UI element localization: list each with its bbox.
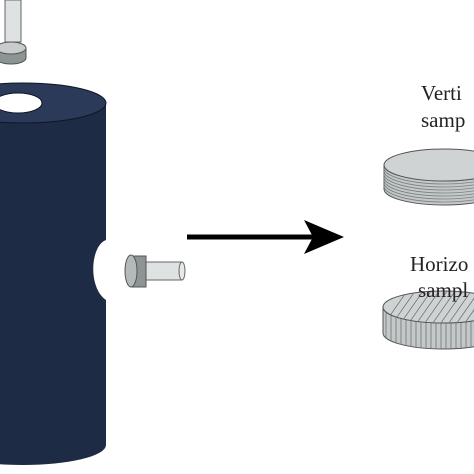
vertical-label-line1: Verti — [421, 81, 462, 105]
side-bore-hole — [93, 240, 106, 300]
side-plug — [124, 254, 186, 288]
horizontal-sample-disc — [382, 290, 474, 350]
arrow-head — [304, 220, 344, 254]
top-plug-stem — [4, 0, 22, 43]
side-plug-stem-end — [178, 261, 186, 281]
top-plug-cap-top — [0, 41, 27, 55]
core-body — [0, 103, 106, 465]
side-plug-cap-face — [124, 254, 138, 288]
horizontal-disc-top — [382, 290, 474, 324]
vertical-disc-top — [383, 148, 474, 182]
core-top — [0, 82, 107, 124]
vertical-disc-layers — [383, 167, 474, 203]
vertical-sample-disc — [383, 148, 474, 206]
core-top-bore — [0, 92, 43, 114]
horizontal-label-line2: sampl — [418, 278, 468, 302]
arrow — [187, 220, 344, 254]
vertical-label-line2: samp — [421, 108, 465, 132]
top-plug — [0, 0, 27, 65]
horizontal-label-line1: Horizo — [410, 252, 468, 276]
core-cylinder — [0, 82, 107, 465]
